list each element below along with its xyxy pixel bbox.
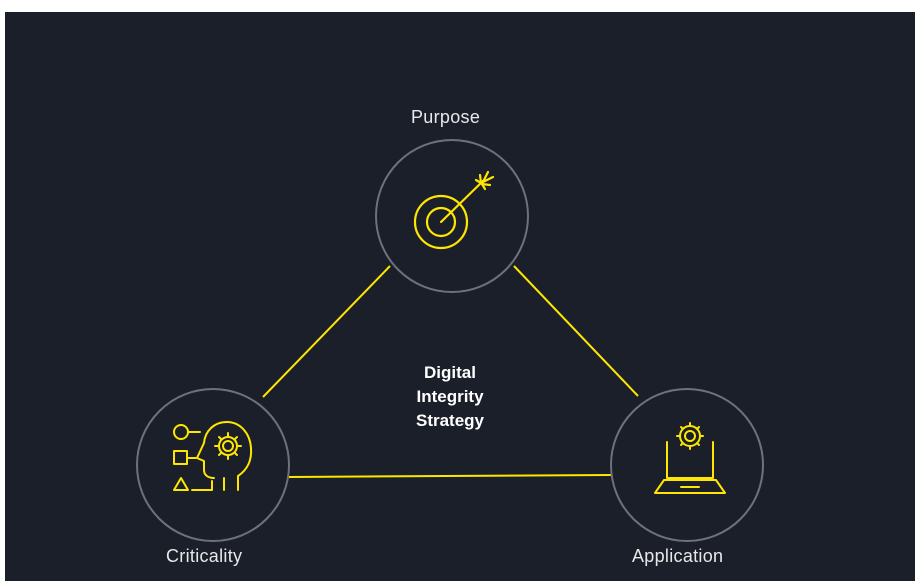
connector-purpose-application bbox=[513, 265, 639, 397]
purpose-label: Purpose bbox=[411, 107, 481, 127]
criticality-label: Criticality bbox=[166, 546, 243, 566]
application-label: Application bbox=[632, 546, 724, 566]
target-arrow-icon bbox=[413, 170, 495, 250]
center-title-line-3: Strategy bbox=[415, 411, 485, 430]
connector-criticality-application bbox=[288, 474, 612, 478]
head-gear-shapes-icon bbox=[173, 421, 253, 491]
purpose-node bbox=[375, 139, 529, 293]
connector-purpose-criticality bbox=[262, 265, 391, 398]
center-title-line-2: Integrity bbox=[416, 387, 484, 406]
application-node bbox=[610, 388, 764, 542]
center-title: Digital Integrity Strategy bbox=[380, 361, 520, 433]
center-title-line-1: Digital bbox=[424, 363, 476, 382]
laptop-gear-icon bbox=[654, 422, 726, 494]
criticality-node bbox=[136, 388, 290, 542]
